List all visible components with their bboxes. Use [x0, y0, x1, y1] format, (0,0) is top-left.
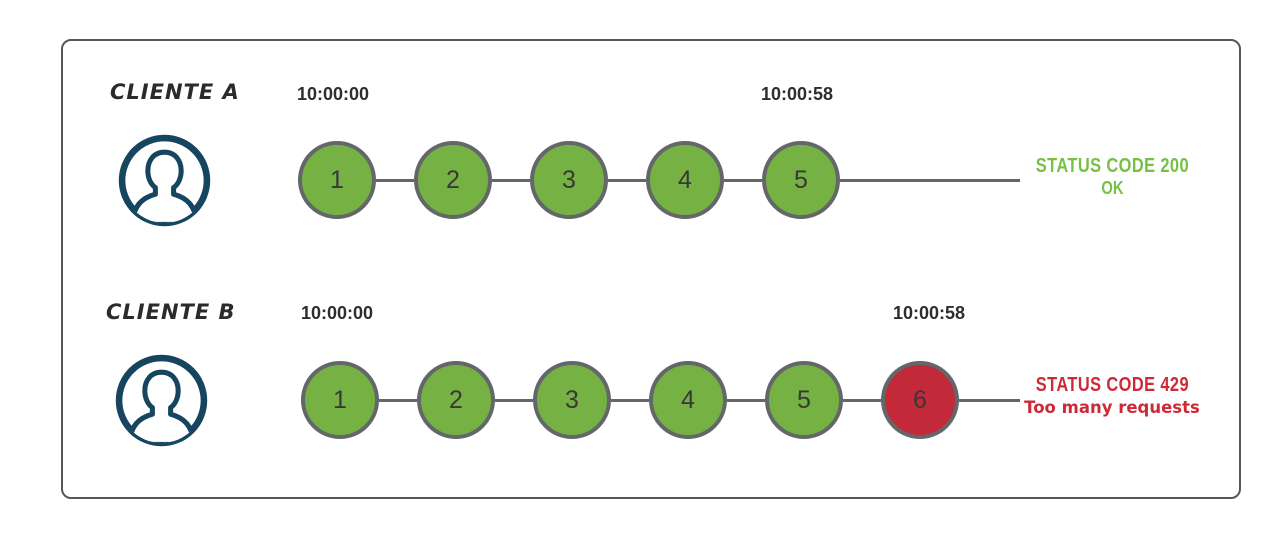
connector-line [495, 398, 533, 402]
user-a-icon [118, 134, 211, 227]
diagram-frame [61, 39, 1241, 499]
connector-line [379, 398, 417, 402]
status-ok-label: OK [1100, 178, 1124, 198]
timeline-end-line [959, 398, 1020, 402]
request-circle: 3 [533, 361, 611, 439]
request-circle: 5 [762, 141, 840, 219]
too-many-requests-label: Too many requests [1024, 398, 1200, 417]
request-circle: 2 [417, 361, 495, 439]
row-b-end-time: 10:00:58 [892, 303, 966, 323]
connector-line [608, 178, 646, 182]
row-b-status: STATUS CODE 429 Too many requests [1012, 375, 1212, 418]
request-number: 3 [565, 385, 579, 414]
request-number: 5 [794, 165, 808, 194]
request-number: 1 [330, 165, 344, 194]
request-number: 2 [446, 165, 460, 194]
status-code-429-label: STATUS CODE 429 [1035, 374, 1189, 396]
request-number: 4 [681, 385, 695, 414]
request-number: 4 [678, 165, 692, 194]
request-circle: 3 [530, 141, 608, 219]
request-number: 5 [797, 385, 811, 414]
row-b-start-time: 10:00:00 [300, 303, 374, 323]
request-number: 2 [449, 385, 463, 414]
row-b-timeline: 1 2 3 4 5 6 [301, 361, 1020, 439]
connector-line [611, 398, 649, 402]
request-circle: 5 [765, 361, 843, 439]
row-a-status: STATUS CODE 200 OK [1012, 156, 1212, 200]
connector-line [376, 178, 414, 182]
client-a-label: CLIENTE A [110, 80, 240, 104]
request-circle-blocked: 6 [881, 361, 959, 439]
row-a-end-time: 10:00:58 [760, 84, 834, 104]
status-code-200-label: STATUS CODE 200 [1035, 155, 1189, 177]
connector-line [492, 178, 530, 182]
request-circle: 4 [646, 141, 724, 219]
request-circle: 2 [414, 141, 492, 219]
connector-line [727, 398, 765, 402]
connector-line [843, 398, 881, 402]
request-circle: 1 [301, 361, 379, 439]
request-circle: 4 [649, 361, 727, 439]
row-a-start-time: 10:00:00 [296, 84, 370, 104]
request-number: 6 [913, 385, 927, 414]
row-a-timeline: 1 2 3 4 5 [298, 141, 1020, 219]
request-circle: 1 [298, 141, 376, 219]
client-b-label: CLIENTE B [106, 300, 236, 324]
user-b-icon [115, 354, 208, 447]
connector-line [724, 178, 762, 182]
timeline-end-line [840, 178, 1020, 182]
request-number: 3 [562, 165, 576, 194]
request-number: 1 [333, 385, 347, 414]
